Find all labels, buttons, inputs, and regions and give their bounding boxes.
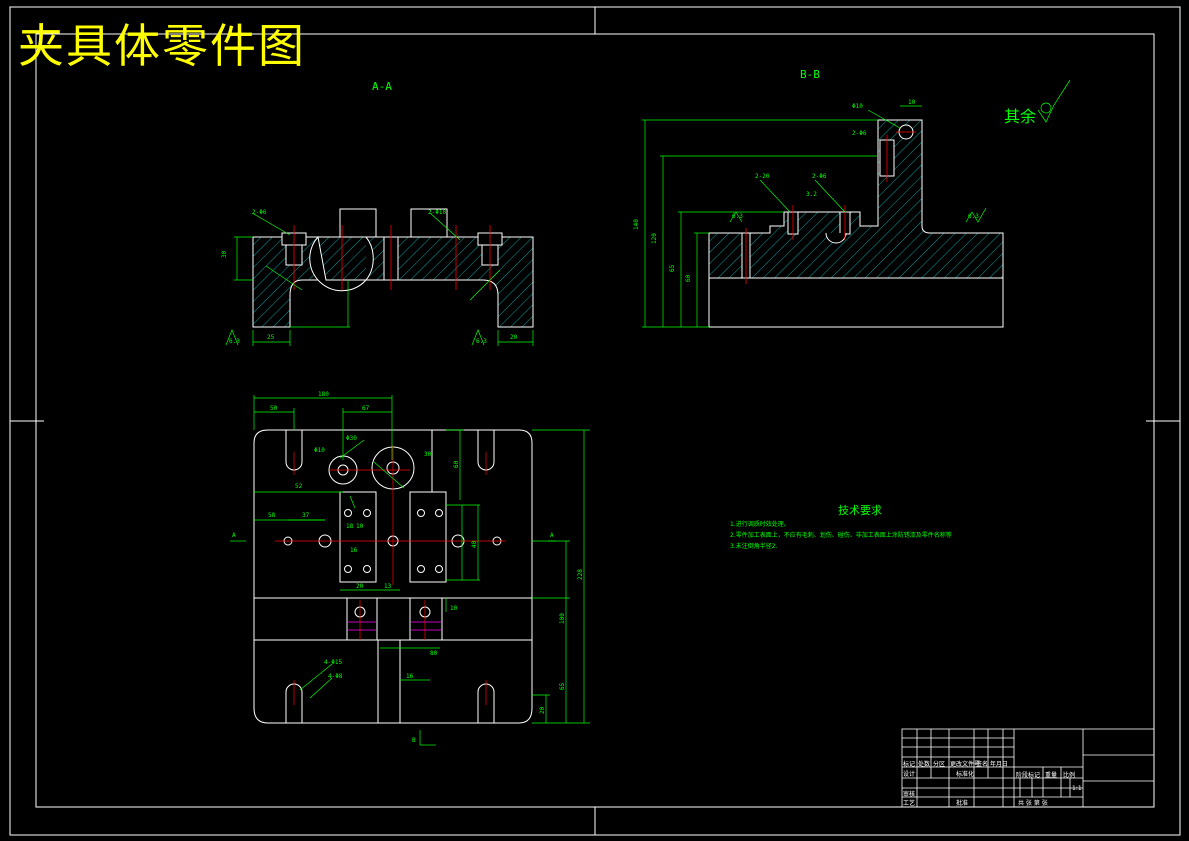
svg-text:20: 20 [510,334,518,341]
svg-text:Φ10: Φ10 [852,103,863,110]
svg-text:58: 58 [268,512,276,519]
technical-requirement-3: 3.未注倒角半径2. [730,543,778,550]
plan-view: 180 50 67 Φ30 Φ10 30 52 58 37 18 10 16 2… [230,391,590,746]
svg-text:13: 13 [384,583,392,590]
svg-text:2-20: 2-20 [755,173,770,180]
svg-text:100: 100 [559,613,566,624]
title-block [901,728,1155,808]
svg-text:60: 60 [685,274,692,282]
svg-text:16: 16 [350,547,358,554]
svg-text:A: A [232,532,236,539]
svg-text:B: B [412,737,416,744]
tb-sign: 签名 [976,761,989,768]
drawing-title: 夹具体零件图 [18,19,306,73]
technical-requirement-1: 1.进行调质时效处理。 [730,521,790,528]
section-b-base [708,277,1004,328]
svg-text:180: 180 [318,391,329,398]
svg-text:52: 52 [295,483,303,490]
svg-text:20: 20 [356,583,364,590]
tb-stage: 阶段标记 [1016,772,1041,779]
tb-mark: 标记 [903,761,916,768]
svg-text:140: 140 [633,219,640,230]
svg-text:4-Φ8: 4-Φ8 [328,673,343,680]
svg-text:4-Φ15: 4-Φ15 [324,659,342,666]
svg-text:50: 50 [270,405,278,412]
svg-text:25: 25 [267,334,275,341]
section-a-a-view: 2-Φ6 2-Φ10 30 25 20 6.3 6.3 [221,208,534,346]
svg-text:30: 30 [221,250,228,258]
section-a-boss-right [410,208,448,238]
section-a-label: A-A [372,80,392,93]
tb-count: 处数 [918,761,931,768]
svg-text:3.2: 3.2 [806,191,817,198]
tb-review: 审核 [903,791,916,798]
tb-weight: 重量 [1045,772,1058,779]
svg-text:Φ30: Φ30 [346,435,357,442]
svg-text:20: 20 [539,706,546,714]
roughness-note: 其余 [1004,107,1037,126]
technical-requirement-2: 2.零件加工表面上，不应有毛刺、划伤、碰伤、非加工表面上涂防锈漆及零件名称等 [730,532,952,539]
section-b-b-view: 140 120 65 60 Φ10 10 2-Φ6 2-20 2-Φ6 3.2 … [633,79,1071,328]
tb-approve: 批准 [956,800,969,807]
sheet-frame [9,6,1181,836]
tb-change-doc: 更改文件号 [950,761,981,768]
svg-text:Φ10: Φ10 [314,447,325,454]
tb-process: 工艺 [903,800,916,807]
svg-text:2-Φ6: 2-Φ6 [252,209,267,216]
svg-text:6.3: 6.3 [732,213,743,220]
svg-text:228: 228 [577,569,584,580]
svg-text:2-Φ6: 2-Φ6 [812,173,827,180]
svg-text:10: 10 [450,605,458,612]
svg-text:10: 10 [356,523,364,530]
svg-text:30: 30 [424,451,432,458]
svg-text:67: 67 [362,405,370,412]
tb-scale-value: 1:1 [1072,785,1082,792]
svg-text:65: 65 [669,264,676,272]
section-a-boss-left [339,208,377,238]
section-a-hatched-body [252,236,534,328]
tb-zone: 分区 [933,761,946,768]
svg-text:60: 60 [453,460,460,468]
svg-text:37: 37 [302,512,310,519]
svg-text:6.3: 6.3 [476,338,487,345]
svg-text:2-Φ10: 2-Φ10 [428,209,446,216]
section-b-dimension-labels: 140 120 65 60 Φ10 10 2-Φ6 2-20 2-Φ6 3.2 … [633,99,979,282]
tb-design: 设计 [903,771,916,778]
svg-text:18: 18 [346,523,354,530]
technical-requirements-title: 技术要求 [838,504,882,517]
svg-text:6.3: 6.3 [968,213,979,220]
svg-text:10: 10 [908,99,916,106]
svg-text:16: 16 [406,673,414,680]
svg-text:80: 80 [430,650,438,657]
section-b-hatched-body [708,119,1004,279]
tb-date: 年月日 [990,761,1009,768]
plan-view-outline [253,429,533,724]
tb-standard: 标准化 [956,771,975,778]
tb-scale-label: 比例 [1063,772,1076,779]
svg-text:120: 120 [651,233,658,244]
svg-text:40: 40 [471,540,478,548]
section-a-dimension-labels: 2-Φ6 2-Φ10 30 25 20 6.3 6.3 [221,209,518,345]
plan-view-dimension-labels: 180 50 67 Φ30 Φ10 30 52 58 37 18 10 16 2… [232,391,584,744]
tb-sheet: 共 张 第 张 [1018,800,1048,807]
svg-text:A: A [550,532,554,539]
svg-text:2-Φ6: 2-Φ6 [852,130,867,137]
section-b-label: B-B [800,68,820,81]
svg-text:6.3: 6.3 [229,338,240,345]
svg-text:65: 65 [559,682,566,690]
